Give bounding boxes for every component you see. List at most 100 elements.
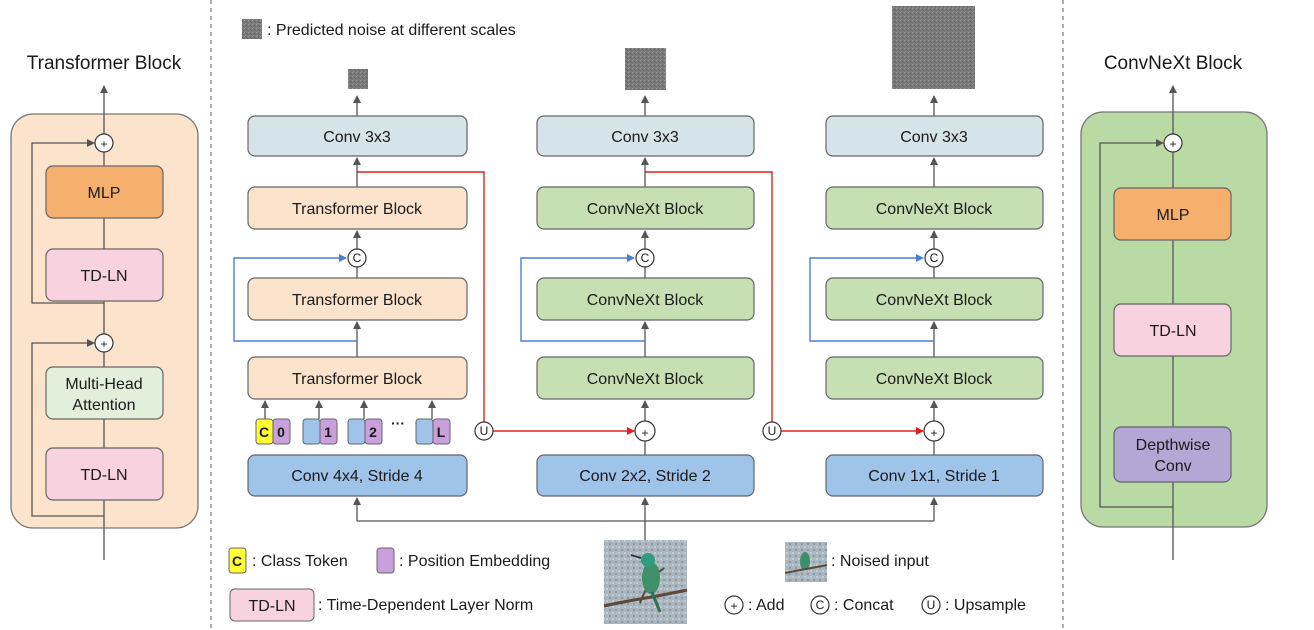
col1-block-bot-box [247,356,468,400]
noise-output-large [892,6,975,89]
convnext-panel-title: ConvNeXt Block [1104,53,1243,74]
col3-concat-icon [924,248,944,268]
column-convnext-right: Conv 3x3 ConvNeXt Block ConvNeXt Block C… [809,6,1044,497]
noise-output-medium [625,48,666,90]
legend-tdln-symbol: TD-LN [248,598,295,615]
col1-conv-out-label: Conv 3x3 [323,129,391,146]
legend-tdln-swatch [229,588,315,622]
transformer-mha-label-2: Attention [72,397,135,414]
legend-pos-emb-text: : Position Embedding [399,553,550,570]
transformer-tdln-top-box [45,248,164,302]
legend-upsample-symbol: U [927,598,936,612]
transformer-tdln-bottom-box [45,447,164,501]
transformer-mha-label-1: Multi-Head [65,376,142,393]
transformer-block-panel: Transformer Block MLP TD-LN Multi-Head A… [10,53,199,560]
convnext-mlp-label: MLP [1157,207,1190,224]
col3-block-mid-label: ConvNeXt Block [876,292,993,309]
token-ellipsis: ··· [391,415,405,431]
col3-block-top-label: ConvNeXt Block [876,201,993,218]
col1-block-bot-label: Transformer Block [292,371,423,388]
col1-conv-in-box [247,454,468,497]
legend-class-token-symbol: C [232,553,242,569]
input-feed-lines [353,497,938,540]
token-1-label: 1 [324,424,332,440]
col3-conv-out-box [825,115,1044,157]
col2-block-mid-box [536,277,755,321]
token-2-label: 2 [369,424,377,440]
transformer-panel-title: Transformer Block [27,53,182,74]
noise-output-small [348,69,368,89]
col2-conv-out-box [536,115,755,157]
convnext-depthwise-label-2: Conv [1154,458,1191,475]
col2-concat-symbol: C [641,251,650,265]
col3-conv-in-label: Conv 1x1, Stride 1 [868,468,1000,485]
col3-block-bot-label: ConvNeXt Block [876,371,993,388]
col1-concat-icon [347,248,367,268]
token-L-patch [415,418,434,445]
legend-add-icon [724,595,744,615]
legend-upsample-text: : Upsample [945,597,1026,614]
col2-conv-in-label: Conv 2x2, Stride 2 [579,468,711,485]
upsample-1-symbol: U [480,424,489,438]
transformer-add-top-icon [94,133,114,153]
transformer-mlp-box [45,165,164,219]
convnext-block-panel: ConvNeXt Block MLP TD-LN Depthwise Conv … [1080,53,1268,560]
token-L-pos [432,418,451,445]
col2-block-top-box [536,186,755,230]
upsample-1-icon [474,421,494,441]
column-transformer: Conv 3x3 Transformer Block Transformer B… [233,69,468,497]
column-convnext-mid: Conv 3x3 ConvNeXt Block ConvNeXt Block C… [520,48,755,497]
class-token-label: C [259,424,269,440]
transformer-tdln-bottom-label: TD-LN [80,467,127,484]
legend-class-token-swatch [228,547,247,574]
col2-add-symbol: + [641,426,648,440]
convnext-tdln-box [1113,303,1232,357]
token-1-patch [302,418,321,445]
transformer-add-bottom-symbol: + [100,337,107,351]
upsample-2-symbol: U [768,424,777,438]
legend-tdln-text: : Time-Dependent Layer Norm [318,597,533,614]
col3-block-bot-box [825,356,1044,400]
convnext-depthwise-box [1113,426,1232,483]
legend-class-token-text: : Class Token [252,553,348,570]
col2-conv-in-box [536,454,755,497]
convnext-depthwise-label-1: Depthwise [1136,437,1211,454]
legend-pos-emb-swatch [376,547,395,574]
upsample-skip-paths: U U + + [357,171,945,442]
transformer-mha-box [45,366,164,420]
col2-add-icon [634,420,656,442]
col3-block-top-box [825,186,1044,230]
col1-block-mid-box [247,277,468,321]
col3-block-mid-box [825,277,1044,321]
col2-block-bot-label: ConvNeXt Block [587,371,704,388]
col2-block-top-label: ConvNeXt Block [587,201,704,218]
col2-concat-icon [635,248,655,268]
transformer-mlp-label: MLP [88,185,121,202]
noised-input-image [603,540,688,624]
token-2-pos [364,418,383,445]
token-0-label: 0 [277,424,285,440]
col1-conv-out-box [247,115,468,157]
noise-legend-swatch [242,19,262,39]
col1-block-top-box [247,186,468,230]
col2-block-mid-label: ConvNeXt Block [587,292,704,309]
legend-concat-icon [810,595,830,615]
legend-concat-text: : Concat [834,597,894,614]
token-0-pos [272,418,291,445]
legend-add-text: : Add [748,597,784,614]
token-2-patch [347,418,366,445]
convnext-mlp-box [1113,187,1232,241]
col1-concat-symbol: C [353,251,362,265]
legend-concat-symbol: C [816,598,825,612]
col3-add-symbol: + [930,426,937,440]
transformer-add-bottom-icon [94,333,114,353]
convnext-add-symbol: + [1169,137,1176,151]
col3-conv-in-box [825,454,1044,497]
convnext-add-icon [1163,133,1183,153]
legend-noised-input-text: : Noised input [831,553,929,570]
col1-block-mid-label: Transformer Block [292,292,423,309]
col2-block-bot-box [536,356,755,400]
token-L-label: L [437,424,446,440]
legend-add-symbol: + [730,599,737,613]
col1-conv-in-label: Conv 4x4, Stride 4 [291,468,423,485]
